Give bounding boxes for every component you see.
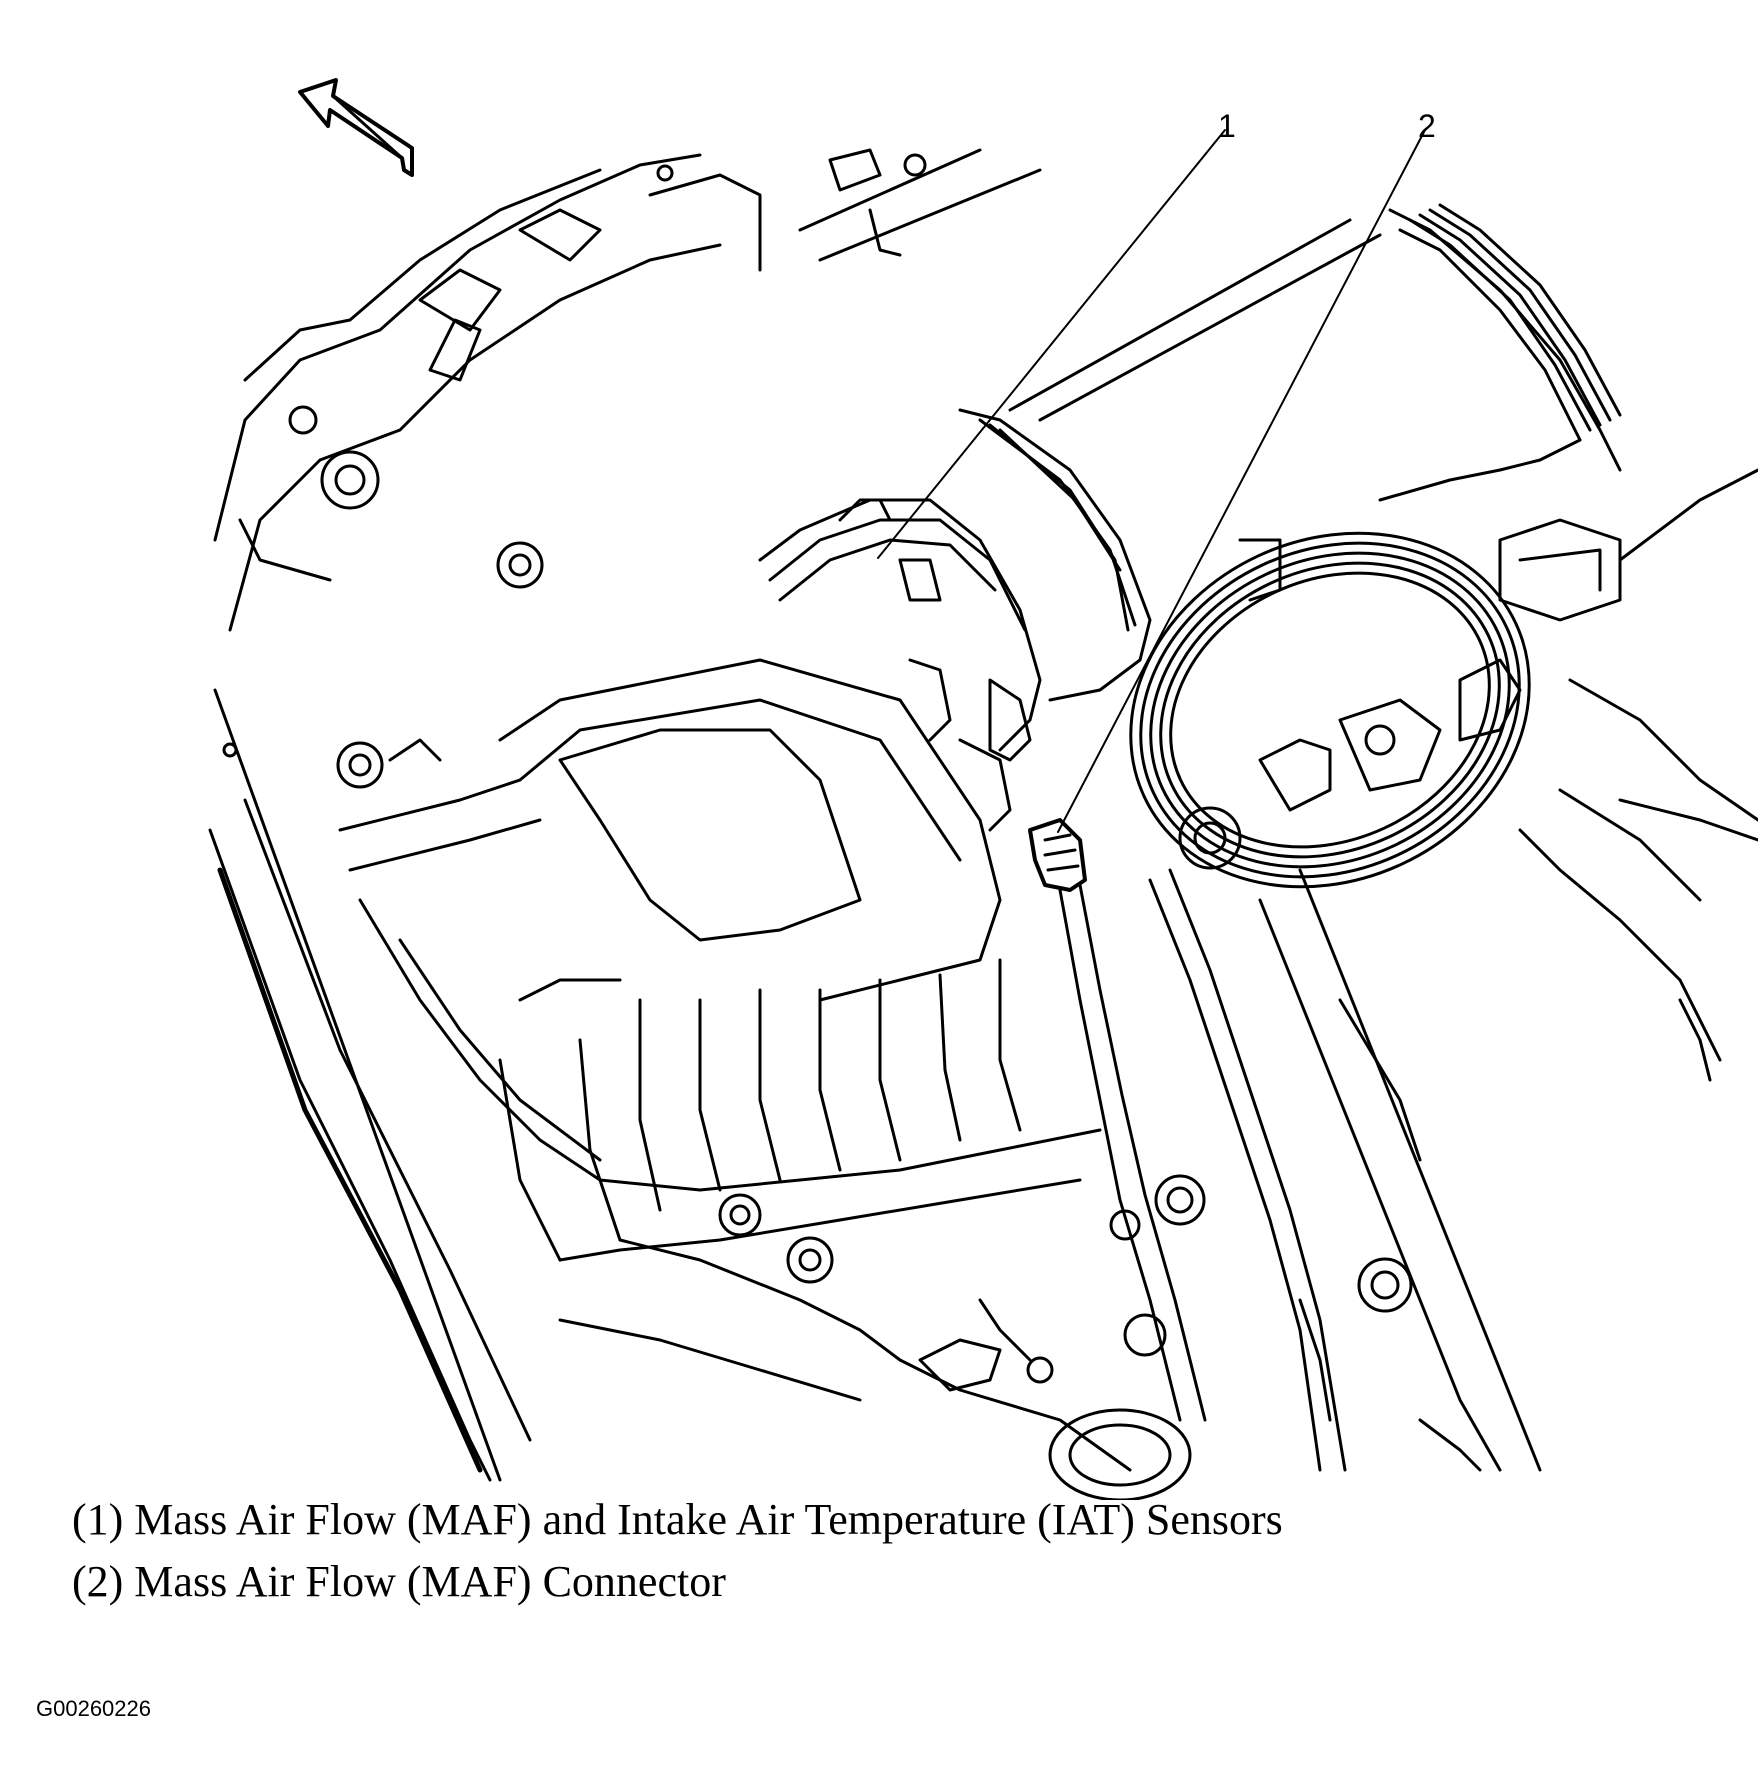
- drive-belt-pulley: [1129, 518, 1622, 889]
- forward-arrow-icon: [298, 78, 414, 177]
- mounting-bolts: [336, 541, 1413, 1384]
- lower-bracket: [558, 1238, 1192, 1500]
- legend-item-maf-iat-sensors: (1) Mass Air Flow (MAF) and Intake Air T…: [72, 1495, 1283, 1544]
- air-cleaner-housing: [338, 658, 1102, 1262]
- radiator-support: [208, 148, 1042, 1482]
- callout-leader-lines: [877, 129, 1426, 833]
- legend-item-maf-connector: (2) Mass Air Flow (MAF) Connector: [72, 1557, 726, 1606]
- right-side-components: [1148, 468, 1758, 1472]
- figure-id: G00260226: [36, 1696, 151, 1721]
- callout-number-2: 2: [1418, 108, 1436, 144]
- maf-connector: [1028, 818, 1207, 1422]
- maf-iat-sensor: [758, 498, 1042, 832]
- intake-air-duct: [958, 203, 1622, 702]
- engine-bay-line-drawing: [208, 78, 1758, 1500]
- callout-number-1: 1: [1218, 108, 1236, 144]
